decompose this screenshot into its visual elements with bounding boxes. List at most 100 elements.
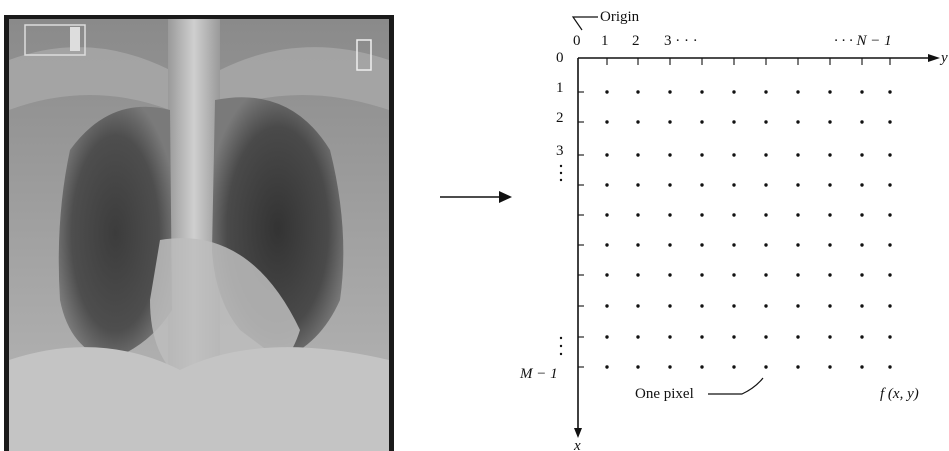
pixel-dot [605,273,608,276]
pixel-dot [888,120,891,123]
pixel-dot [605,90,608,93]
pixel-dot [796,183,799,186]
origin-pointer [573,17,598,30]
axis-ticks [578,58,890,367]
pixel-dot [732,304,735,307]
pixel-dot [860,120,863,123]
pixel-dot [700,304,703,307]
pixel-dot [888,243,891,246]
pixel-dot [732,243,735,246]
right-arrow-icon [440,191,512,203]
pixel-dot [636,304,639,307]
col-label-last: · · · N − 1 [834,33,892,49]
pixel-dot [888,304,891,307]
pixel-dot [668,120,671,123]
pixel-dot [605,243,608,246]
row-label-1: 1 [556,80,564,96]
pixel-dot [668,304,671,307]
pixel-dot [636,90,639,93]
pixel-dot [828,335,831,338]
pixel-dot [700,183,703,186]
pixel-dot [888,183,891,186]
pixel-dot [888,213,891,216]
pixel-dot [796,304,799,307]
pixel-dot [700,213,703,216]
pixel-dots [605,90,891,368]
row-ellipsis-top [560,165,562,181]
pixel-dot [796,243,799,246]
pixel-dot [764,120,767,123]
pixel-dot [668,153,671,156]
pixel-dot [732,153,735,156]
pixel-pointer [708,378,763,394]
pixel-dot [764,335,767,338]
col-label-2: 2 [632,33,640,49]
pixel-dot [700,243,703,246]
function-label: f (x, y) [880,386,919,402]
pixel-dot [796,365,799,368]
pixel-dot [732,183,735,186]
pixel-dot [636,153,639,156]
pixel-dot [860,304,863,307]
pixel-dot [888,273,891,276]
pixel-dot [796,213,799,216]
pixel-dot [732,213,735,216]
pixel-dot [700,365,703,368]
pixel-dot [732,120,735,123]
origin-label: Origin [600,9,640,25]
pixel-dot [700,120,703,123]
pixel-dot [828,183,831,186]
pixel-dot [796,120,799,123]
pixel-dot [828,120,831,123]
pixel-dot [668,213,671,216]
pixel-dot [636,183,639,186]
pixel-dot [828,273,831,276]
row-label-2: 2 [556,110,564,126]
pixel-dot [764,243,767,246]
pixel-dot [888,365,891,368]
pixel-dot [860,183,863,186]
col-label-1: 1 [601,33,609,49]
pixel-dot [732,335,735,338]
pixel-dot [605,304,608,307]
col-label-3: 3 · · · [664,33,698,49]
pixel-dot [764,365,767,368]
pixel-dot [796,90,799,93]
pixel-grid-diagram: Origin 0 1 2 3 · · · · · · N − 1 0 1 2 3… [519,9,948,451]
pixel-dot [860,90,863,93]
pixel-dot [860,243,863,246]
pixel-dot [796,335,799,338]
pixel-dot [636,335,639,338]
pixel-dot [605,153,608,156]
pixel-dot [700,273,703,276]
pixel-dot [828,153,831,156]
x-axis-arrowhead [574,428,582,438]
col-label-0: 0 [573,33,581,49]
pixel-dot [700,153,703,156]
pixel-dot [700,90,703,93]
pixel-dot [860,335,863,338]
y-axis-arrowhead [928,54,940,62]
pixel-dot [700,335,703,338]
pixel-dot [668,365,671,368]
row-ellipsis-bottom [560,337,562,355]
row-label-3: 3 [556,143,564,159]
pixel-dot [888,90,891,93]
y-axis-label: y [939,50,948,66]
pixel-dot [636,213,639,216]
pixel-dot [636,120,639,123]
row-label-0: 0 [556,50,564,66]
pixel-dot [796,273,799,276]
pixel-dot [764,183,767,186]
pixel-dot [732,273,735,276]
pixel-dot [860,153,863,156]
pixel-label: One pixel [635,386,694,402]
pixel-dot [828,213,831,216]
pixel-dot [764,213,767,216]
pixel-dot [860,365,863,368]
pixel-dot [668,243,671,246]
pixel-dot [732,90,735,93]
pixel-dot [796,153,799,156]
pixel-dot [668,273,671,276]
pixel-dot [668,183,671,186]
